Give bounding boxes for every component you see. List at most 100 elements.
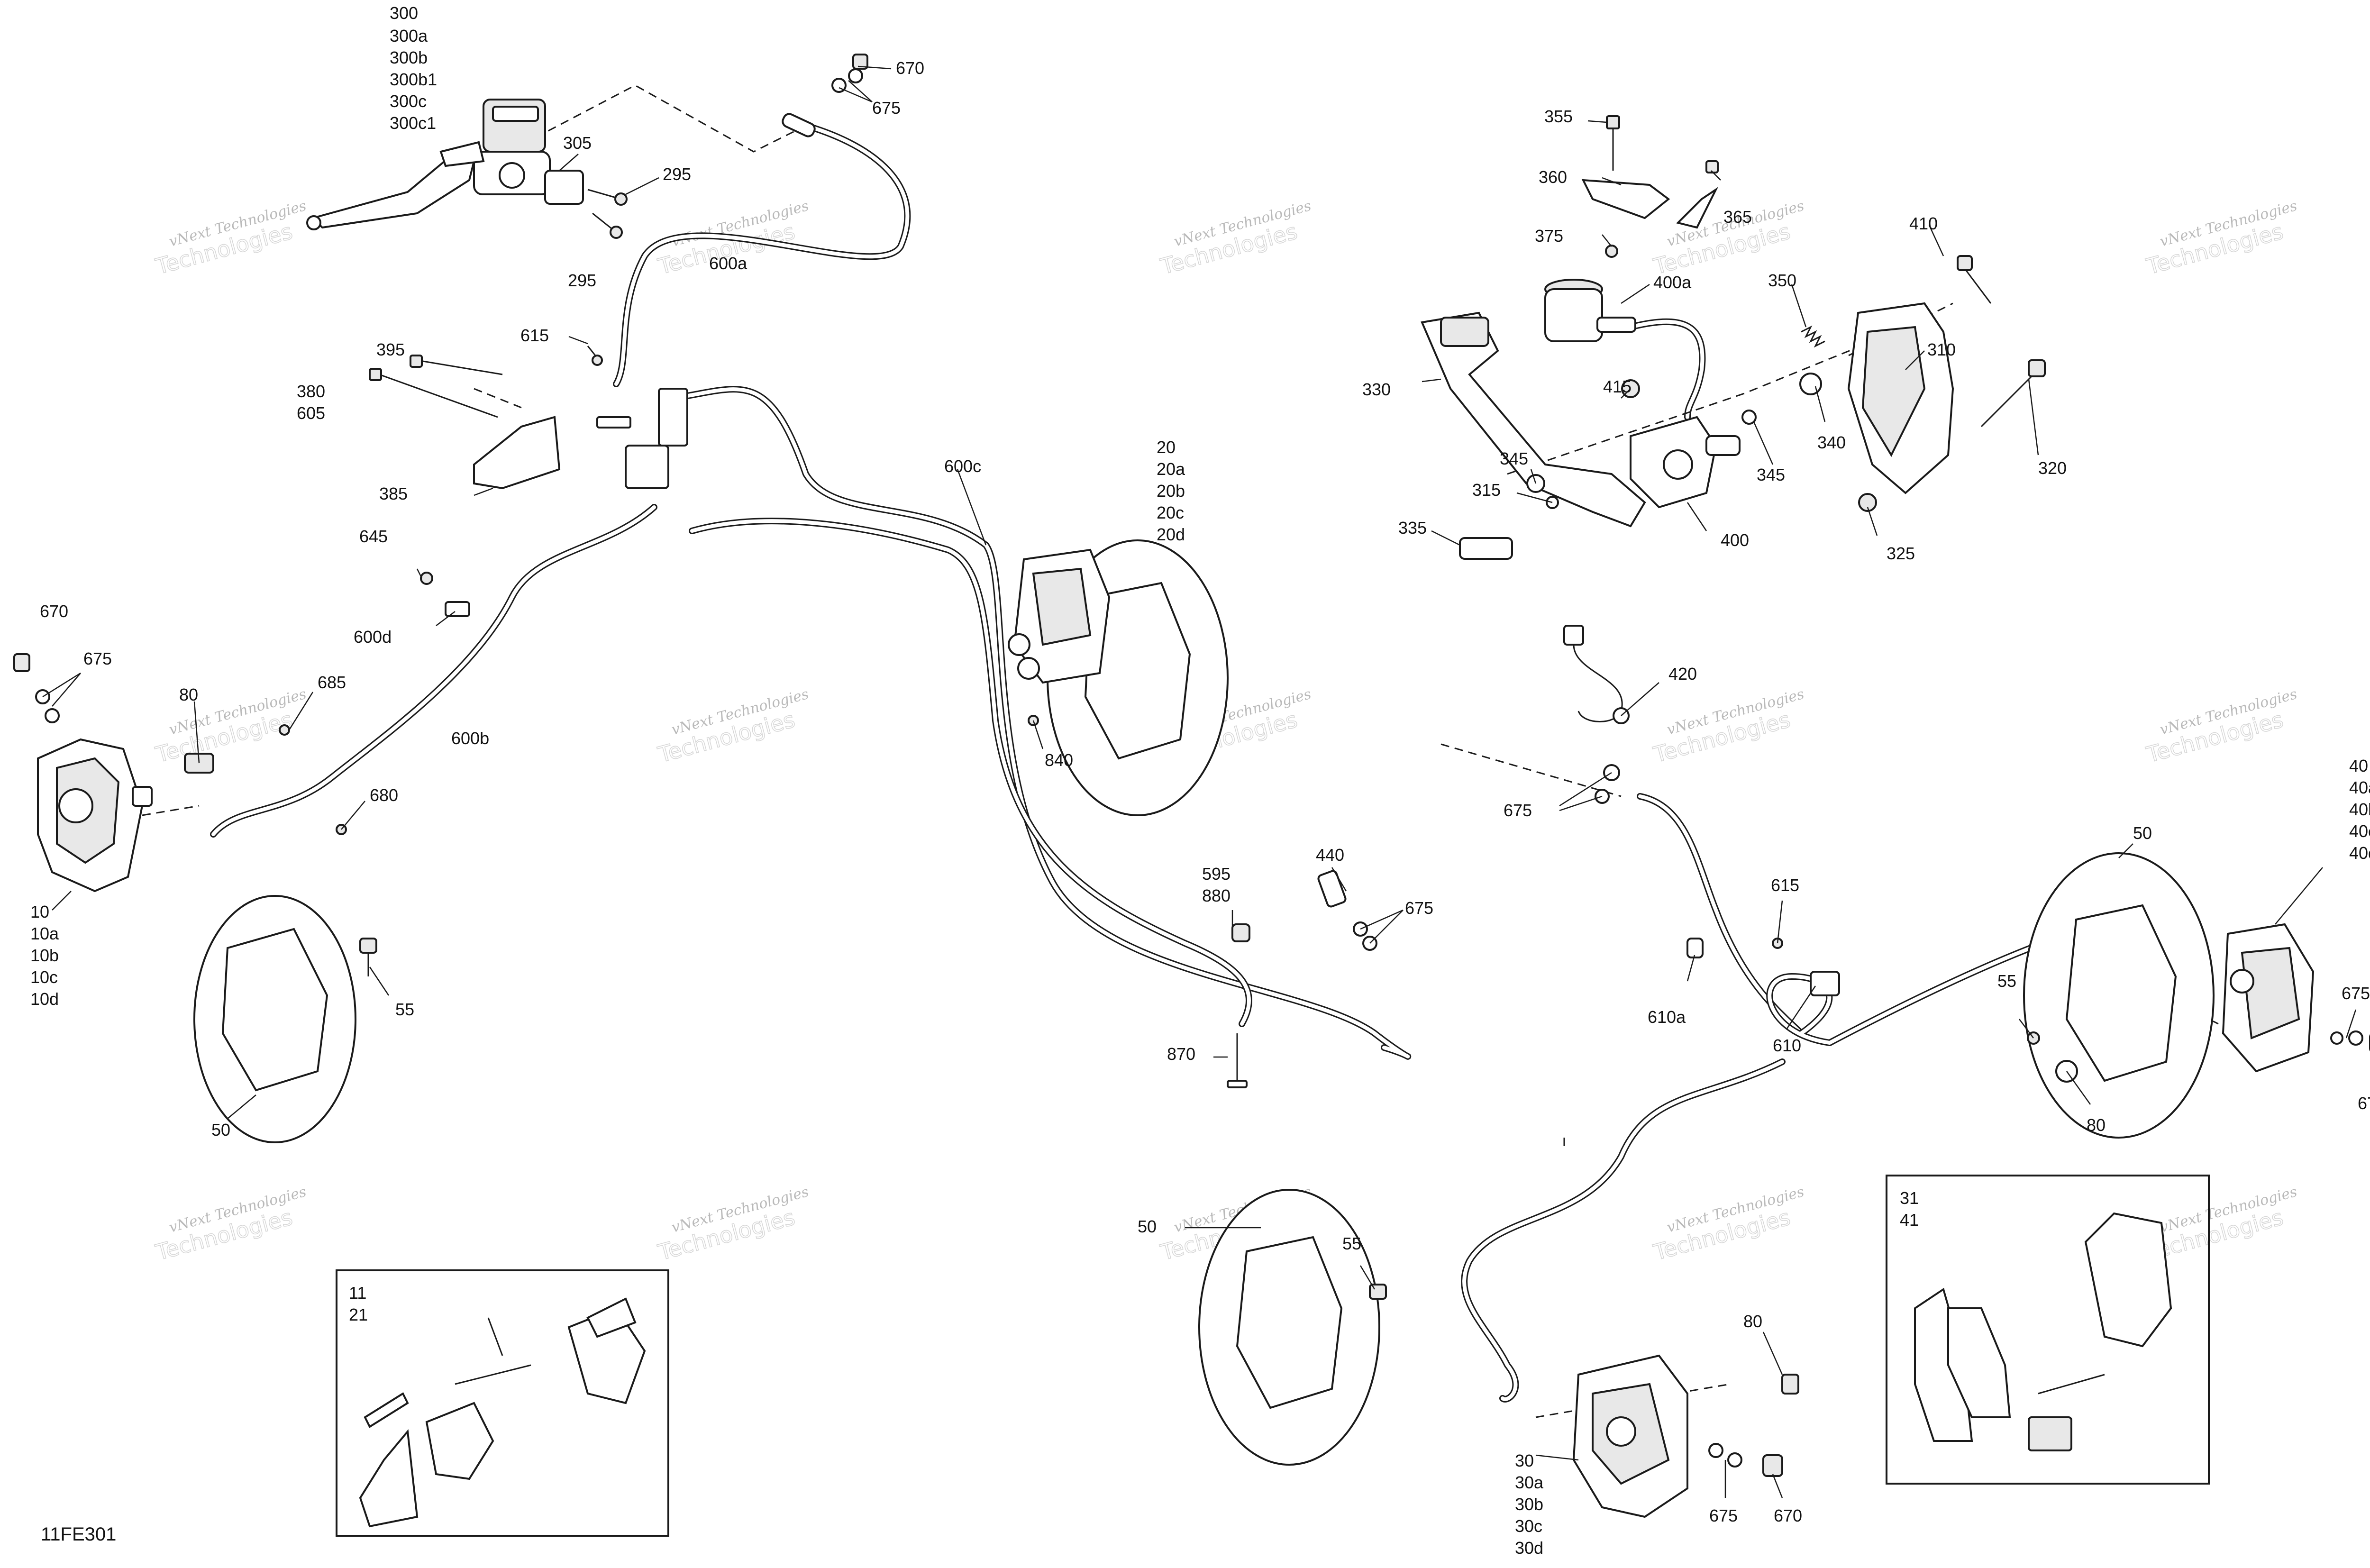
callout-10: 10 [30,902,49,921]
bolt-645 [420,572,470,617]
bolt-icon [1708,1374,1799,1477]
callout-20b: 20b [1157,481,1185,501]
brake-pedal-icon [1421,311,1646,528]
callout-675: 675 [2342,984,2370,1003]
callout-420: 420 [1668,664,1697,684]
callout-50: 50 [211,1120,230,1140]
callout-30c: 30c [1515,1516,1542,1536]
callout-330: 330 [1362,380,1391,399]
brake-caliper-icon [1572,1354,1688,1518]
front-left-caliper [13,653,347,893]
callout-300: 300 [390,3,418,23]
callout-605: 605 [297,403,325,423]
wheel-speed-sensor-420 [1563,625,1630,804]
callout-30b: 30b [1515,1495,1543,1514]
front-master-cylinder [306,99,628,239]
pad-kit-rear [1886,1175,2210,1485]
bolt-icon [1459,115,1822,560]
brake-pad-icon [359,1297,646,1528]
callout-675: 675 [1405,898,1433,918]
callout-675: 675 [872,98,901,118]
bolt-icon [1369,1284,1387,1300]
callout-385: 385 [379,484,408,503]
callout-675: 675 [1504,801,1532,820]
callout-880: 880 [1202,886,1231,905]
master-cylinder-icon [473,99,584,205]
bolt-icon [1227,870,1377,1088]
bolt-icon [420,572,470,617]
abs-module [587,346,688,489]
callout-610: 610 [1773,1036,1801,1055]
callout-600a: 600a [709,254,747,273]
callout-685: 685 [318,673,346,692]
callout-870: 870 [1167,1044,1195,1064]
callout-645: 645 [359,527,388,546]
pad-kit-front [336,1269,669,1537]
callout-80: 80 [2087,1115,2106,1135]
rear-disc-bottom [1198,1189,1387,1466]
callout-55: 55 [395,1000,414,1019]
rear-caliper-bottom [1572,1354,1799,1518]
callout-670: 670 [896,58,924,78]
callout-55: 55 [1342,1234,1361,1253]
callout-345: 345 [1500,449,1528,468]
callout-595: 595 [1202,864,1231,884]
brake-disc-icon [193,895,356,1143]
callout-30d: 30d [1515,1538,1543,1558]
callout-415: 415 [1603,377,1632,396]
callout-11: 11 [349,1283,366,1303]
callout-300c: 300c [390,91,427,111]
callout-300c1: 300c1 [390,113,436,133]
callout-615: 615 [520,326,549,345]
callout-675: 675 [1709,1506,1738,1525]
callout-40: 40 [2349,756,2368,775]
callout-840: 840 [1045,750,1073,770]
callout-50: 50 [2133,823,2152,843]
callout-10d: 10d [30,989,59,1009]
callout-50: 50 [1138,1217,1157,1236]
callout-10b: 10b [30,946,59,965]
callout-395: 395 [376,340,405,359]
callout-295: 295 [568,271,596,290]
brake-pad-icon [1914,1212,2172,1442]
brake-disc-icon [1198,1189,1380,1466]
callout-365: 365 [1723,207,1752,227]
callout-295: 295 [663,164,691,184]
callout-40d: 40d [2349,843,2370,863]
brake-disc-icon [2023,852,2215,1139]
callout-335: 335 [1398,518,1427,538]
callout-300a: 300a [390,26,428,46]
callout-305: 305 [563,133,592,153]
callout-10c: 10c [30,967,58,987]
callout-20d: 20d [1157,525,1185,544]
callout-40c: 40c [2349,821,2370,841]
bolt-icon [587,189,628,239]
callout-675: 675 [83,649,112,668]
callout-615: 615 [1771,875,1799,895]
callout-40b: 40b [2349,800,2370,819]
callout-375: 375 [1535,226,1563,246]
brake-caliper-icon [1008,548,1111,684]
callout-355: 355 [1544,107,1573,126]
callout-30a: 30a [1515,1473,1544,1492]
callout-360: 360 [1539,167,1567,187]
reservoir-icon [1544,279,1636,342]
callout-80: 80 [179,685,198,704]
brake-lines [210,122,2184,1403]
callout-440: 440 [1316,845,1344,865]
banjo-bolt-top [782,54,868,137]
bolt-icon [831,54,868,93]
master-cylinder-icon [1630,416,1741,509]
callout-350: 350 [1768,271,1796,290]
callout-670: 670 [40,602,68,621]
leader-lines [42,65,2357,1498]
bolt-icon [587,346,603,366]
callout-300b1: 300b1 [390,70,437,89]
callout-610a: 610a [1648,1007,1686,1027]
callout-600c: 600c [944,456,981,476]
diagram-code: 11FE301 [41,1524,116,1545]
front-right-caliper [1008,539,1229,816]
callout-300b: 300b [390,48,428,67]
part-labels: 300 300a 300b 300b1 300c 300c1 305 295 2… [30,3,2370,1558]
